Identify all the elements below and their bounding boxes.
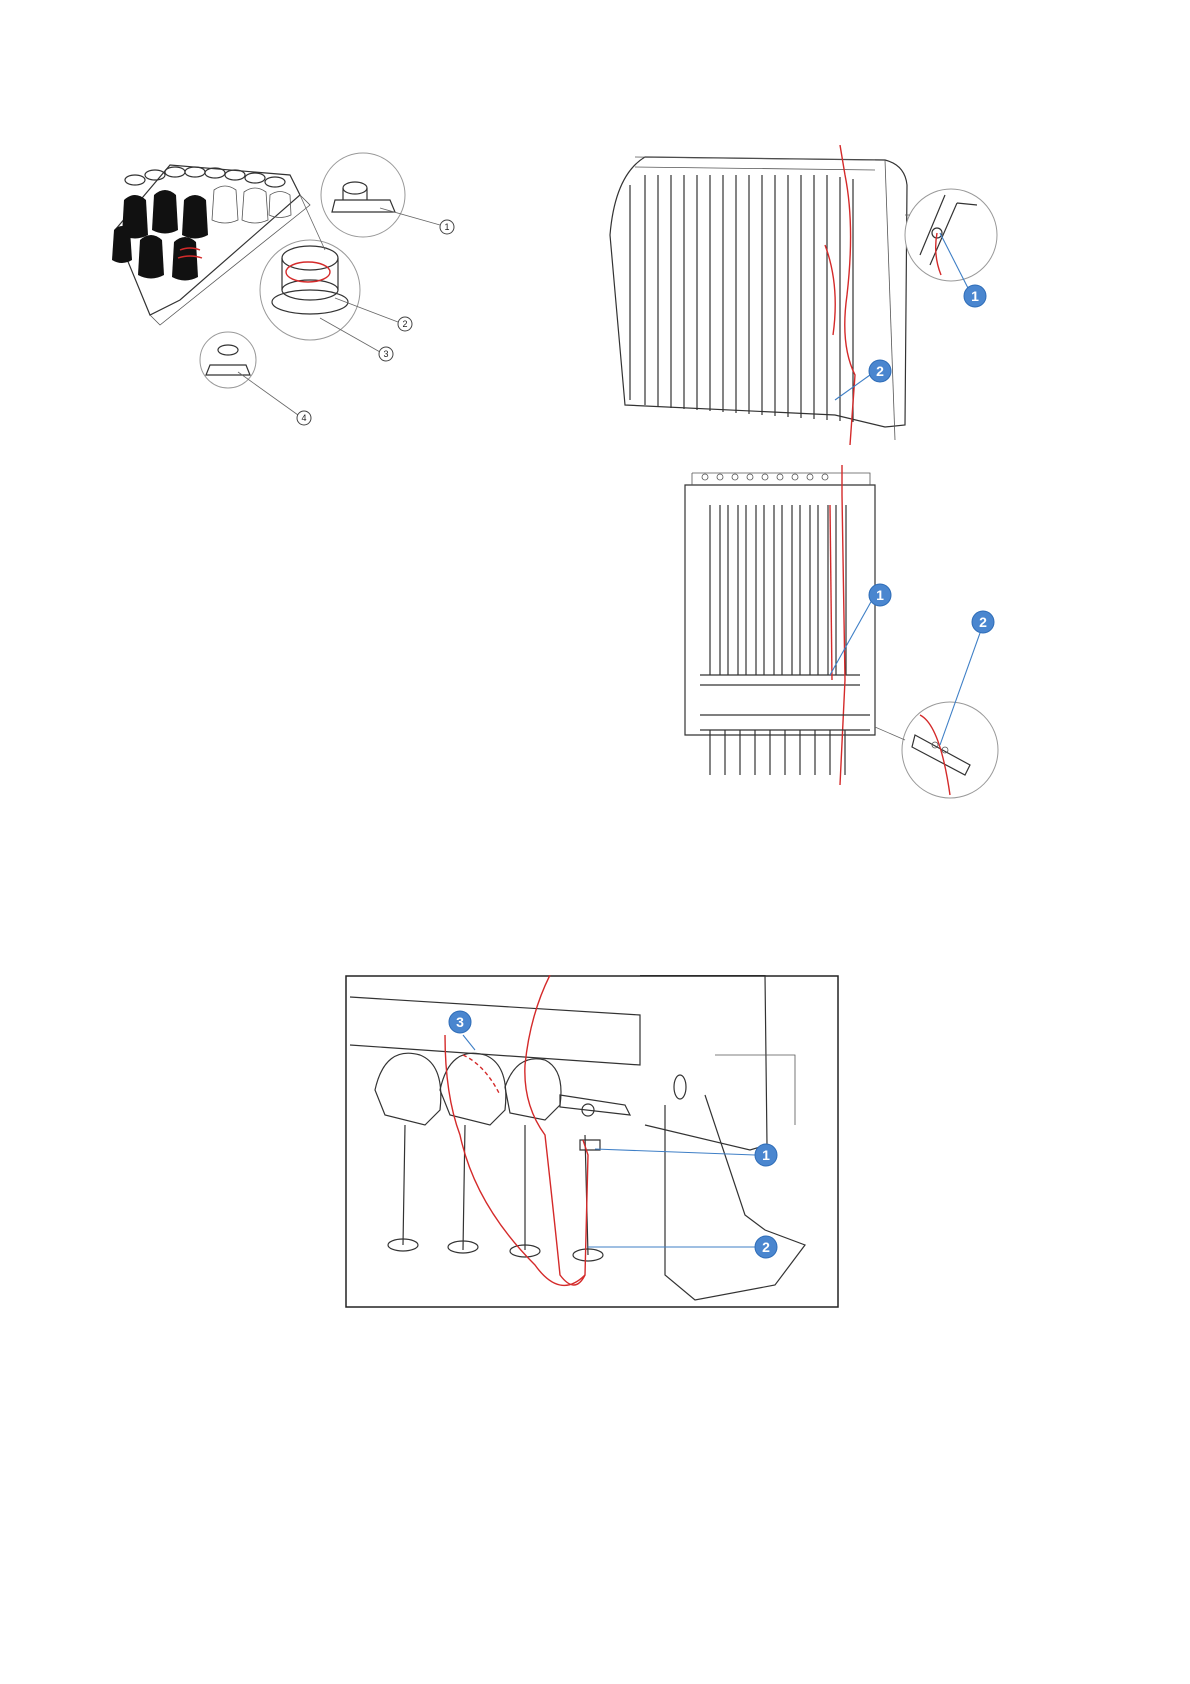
svg-text:2: 2 bbox=[402, 319, 407, 329]
figure-thread-guide-perspective: 1 2 bbox=[585, 145, 1065, 465]
figure-thread-guide-front: 1 2 bbox=[680, 465, 1050, 815]
figure-threading-closeup: 3 1 2 bbox=[345, 975, 840, 1309]
zoom-detail-4 bbox=[200, 332, 256, 388]
guide-rails-front bbox=[700, 505, 860, 685]
svg-text:1: 1 bbox=[971, 288, 979, 304]
callout-2: 2 bbox=[398, 317, 412, 331]
callout-3: 3 bbox=[379, 347, 393, 361]
svg-text:2: 2 bbox=[876, 363, 884, 379]
needle-bars bbox=[700, 715, 870, 775]
zoom-detail-guide bbox=[905, 189, 997, 281]
svg-text:2: 2 bbox=[762, 1239, 770, 1255]
zoom-detail-1 bbox=[321, 153, 405, 237]
callout-1: 1 bbox=[440, 220, 454, 234]
callout-3: 3 bbox=[449, 1011, 471, 1033]
spool-cones bbox=[112, 167, 291, 281]
callout-1: 1 bbox=[964, 285, 986, 307]
callout-4: 4 bbox=[297, 411, 311, 425]
svg-text:4: 4 bbox=[301, 413, 306, 423]
callout-1: 1 bbox=[869, 584, 891, 606]
svg-text:2: 2 bbox=[979, 614, 987, 630]
guide-rails bbox=[630, 157, 875, 422]
zoom-detail-2-3 bbox=[260, 240, 360, 340]
callout-2: 2 bbox=[755, 1236, 777, 1258]
svg-text:3: 3 bbox=[383, 349, 388, 359]
figure-thread-stand: 1 2 3 4 bbox=[110, 150, 490, 450]
svg-text:1: 1 bbox=[762, 1147, 770, 1163]
svg-text:1: 1 bbox=[444, 222, 449, 232]
svg-text:1: 1 bbox=[876, 587, 884, 603]
callout-2: 2 bbox=[869, 360, 891, 382]
callout-2: 2 bbox=[972, 611, 994, 633]
callout-1: 1 bbox=[755, 1144, 777, 1166]
svg-text:3: 3 bbox=[456, 1014, 464, 1030]
